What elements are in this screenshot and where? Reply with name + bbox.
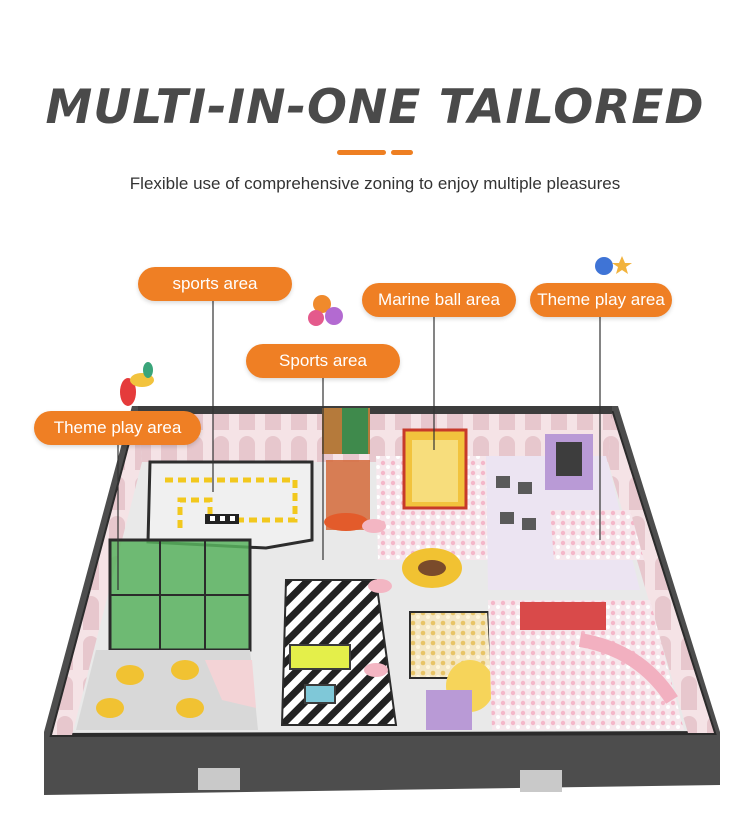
marine-ball-pit <box>376 428 488 588</box>
bumper-car-area <box>76 650 258 730</box>
balloon-dog-icon <box>120 362 154 406</box>
label-sports-area-mid: Sports area <box>246 344 400 378</box>
label-theme-play-area-left: Theme play area <box>34 411 201 445</box>
gold-ball-pit <box>409 600 684 730</box>
playground-illustration: sports area Sports area Marine ball area… <box>0 230 750 835</box>
right-wall <box>608 413 714 733</box>
title-underline-short <box>391 150 413 155</box>
page-title: MULTI-IN-ONE TAILORED <box>45 80 705 135</box>
race-track <box>146 460 314 550</box>
pink-tables <box>362 519 392 677</box>
back-wall <box>138 406 612 462</box>
climbing-wall <box>322 408 370 531</box>
sports-court <box>280 579 398 726</box>
leader-lines <box>117 301 601 590</box>
page-subtitle: Flexible use of comprehensive zoning to … <box>129 174 621 193</box>
label-sports-area-left: sports area <box>138 267 292 301</box>
playground-floorplan <box>44 256 720 795</box>
title-underline-long <box>337 150 386 155</box>
label-theme-play-area-right: Theme play area <box>530 283 672 317</box>
green-cage-area <box>108 538 252 652</box>
theme-play-area-right <box>486 434 644 590</box>
balloon-cluster-icon <box>308 295 343 326</box>
label-marine-ball-area: Marine ball area <box>362 283 516 317</box>
left-wall <box>52 413 142 735</box>
balloon-star-icon <box>595 256 632 275</box>
